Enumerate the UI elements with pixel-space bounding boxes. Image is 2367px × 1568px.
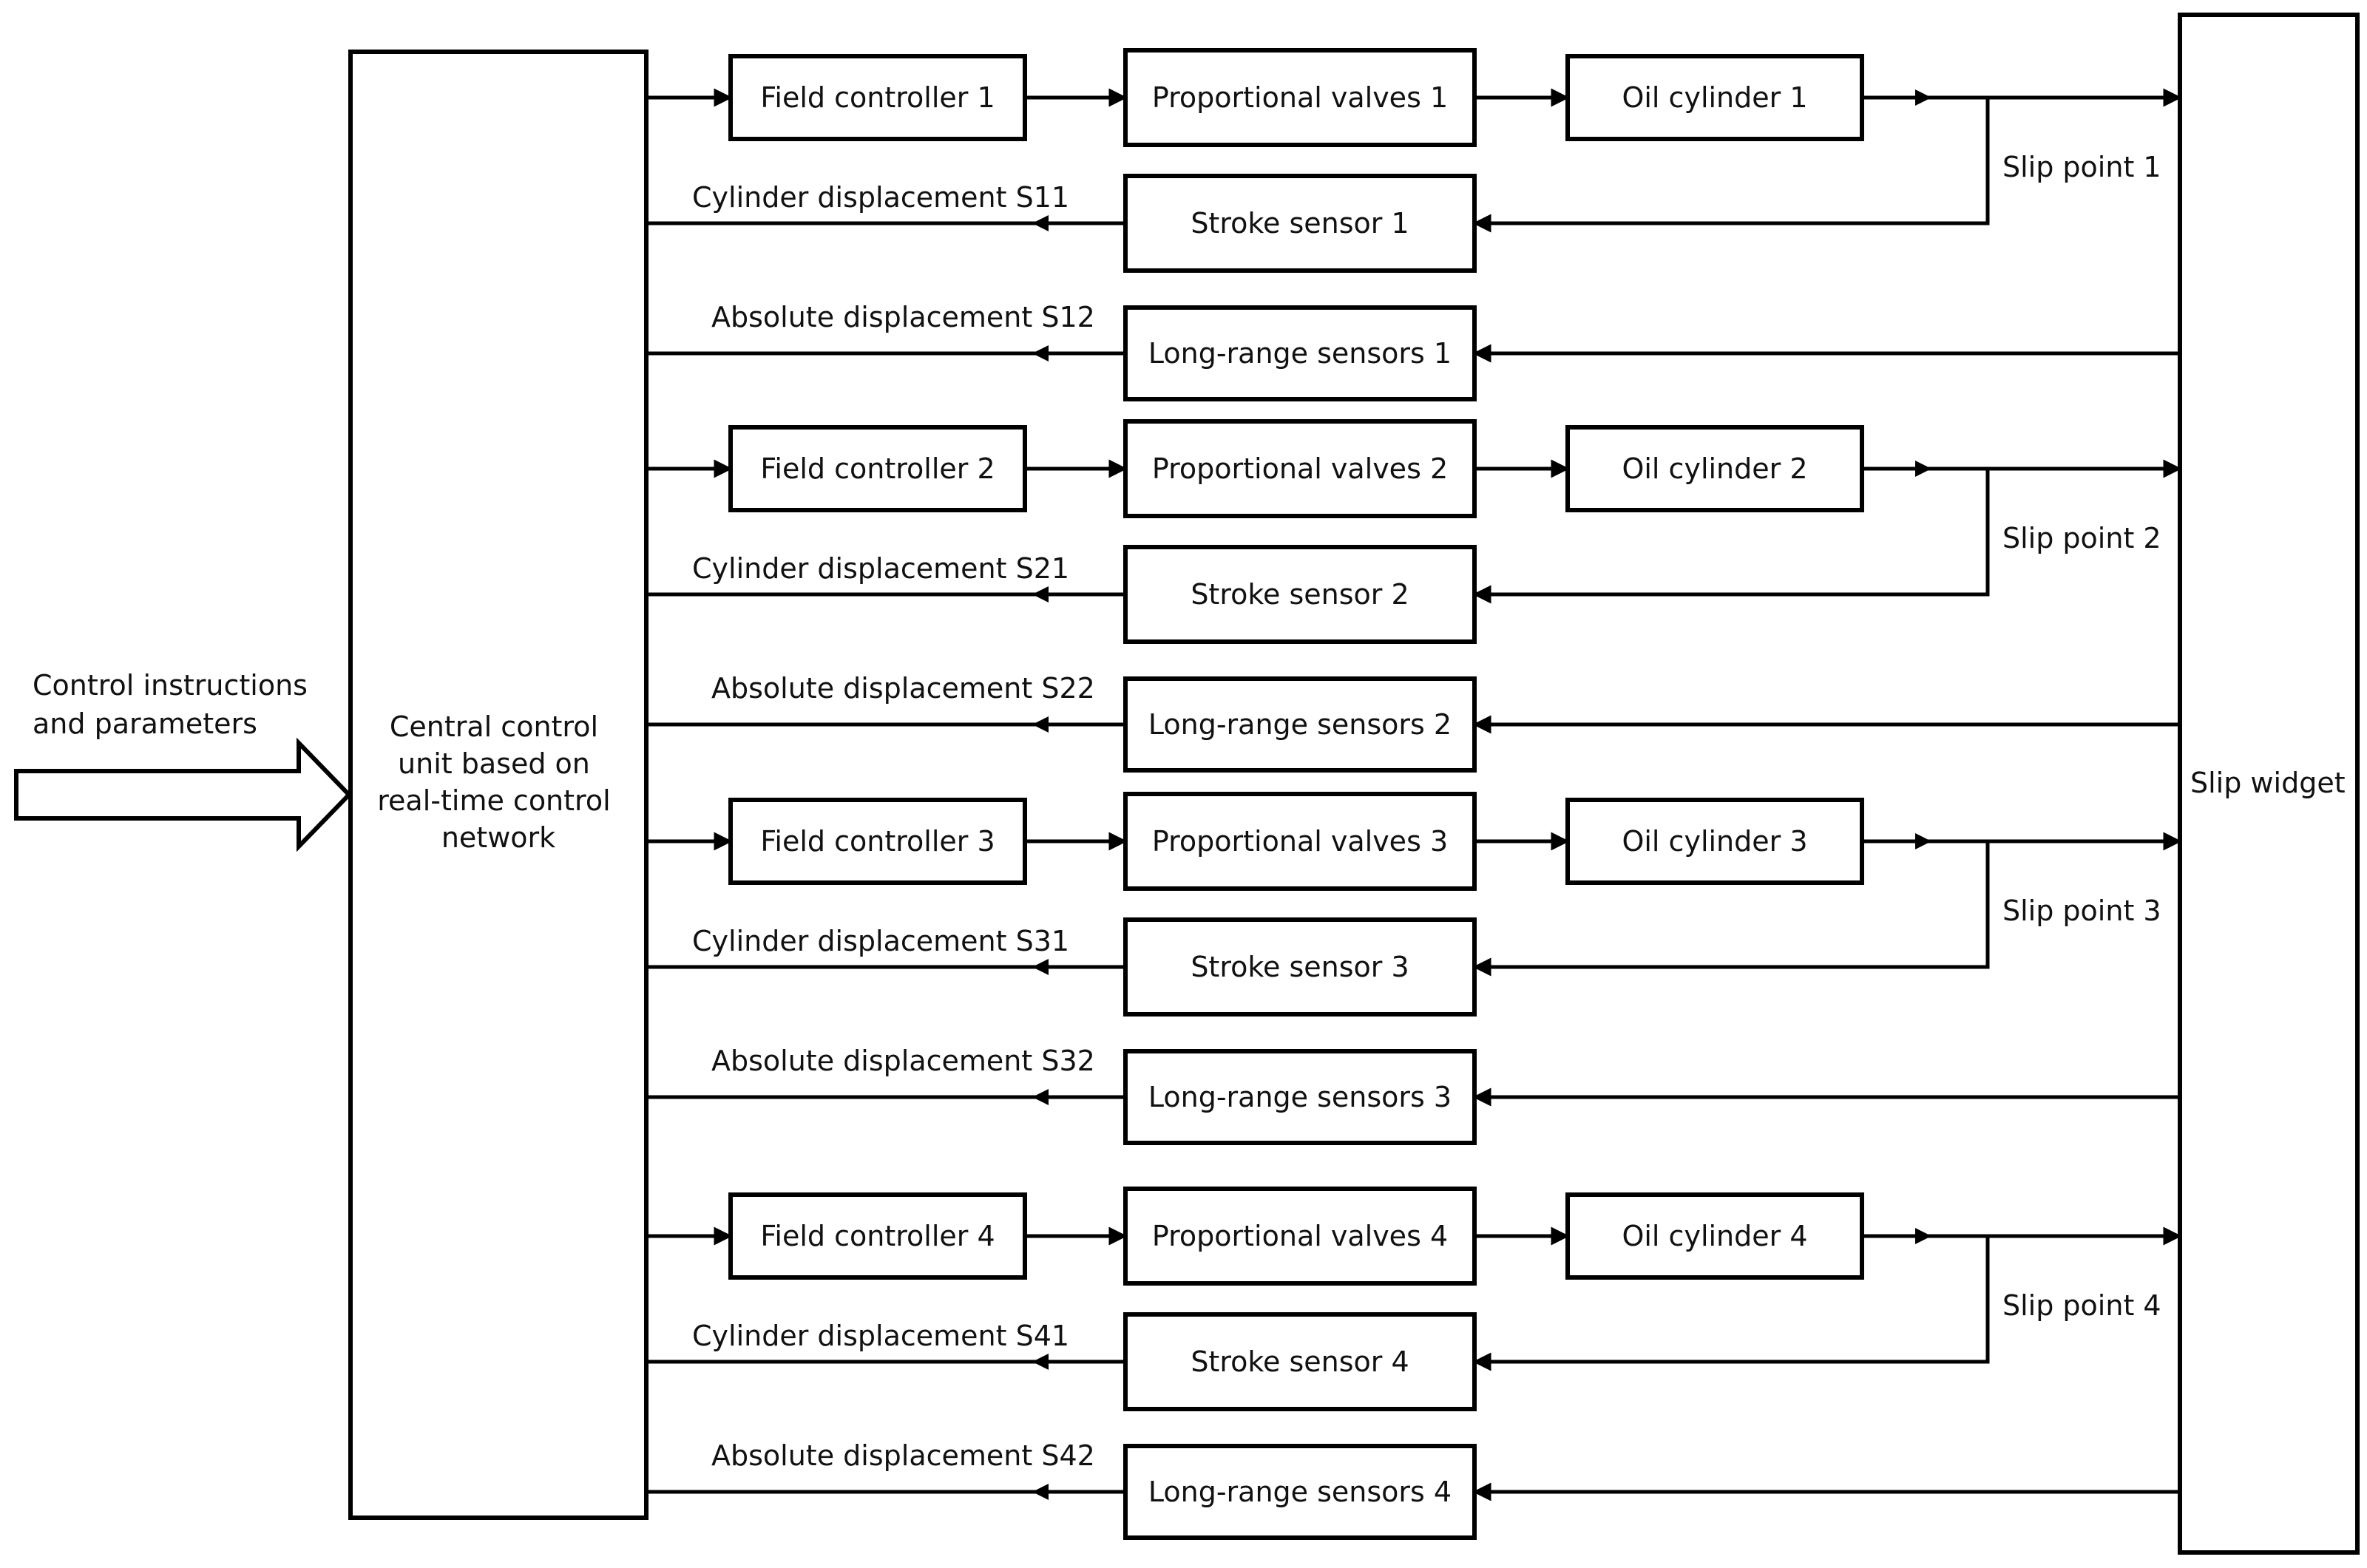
field-controller-2-label: Field controller 2 [760, 452, 995, 485]
field-controller-4 [728, 1192, 1027, 1280]
wire-stroke-arrow-1 [1032, 215, 1049, 231]
wire-longrange-arrow-1 [1032, 345, 1049, 362]
channels-layer: Field controller 1 Proportional valves 1 O… [646, 48, 2182, 1540]
oil-cylinder-1 [1565, 54, 1864, 141]
cylinder-displacement-label-3: Cylinder displacement S31 [692, 925, 1069, 957]
wire-stroke-arrow-4 [1032, 1354, 1049, 1370]
cylinder-displacement-label-2: Cylinder displacement S21 [692, 552, 1069, 585]
wire-slip-to-stroke-3 [1472, 841, 1990, 977]
wire-stroke-arrow-2 [1032, 586, 1049, 603]
central-line-1: Central control [390, 710, 598, 743]
oil-cylinder-3-label: Oil cylinder 3 [1622, 825, 1807, 858]
slip-point-label-4: Slip point 4 [2002, 1289, 2161, 1322]
wire-oc-arrow-2 [1915, 461, 1931, 477]
proportional-valves-2-label: Proportional valves 2 [1152, 452, 1448, 485]
proportional-valves-3-label: Proportional valves 3 [1152, 825, 1448, 858]
field-controller-4-label: Field controller 4 [760, 1220, 995, 1252]
central-control-unit [348, 50, 649, 1520]
input-label-line2: and parameters [33, 707, 257, 740]
wire-oc-arrow-4 [1915, 1228, 1931, 1244]
oil-cylinder-4-label: Oil cylinder 4 [1622, 1220, 1807, 1252]
slip-widget [2178, 13, 2360, 1555]
long-range-sensor-1-label: Long-range sensors 1 [1148, 337, 1452, 370]
oil-cylinder-1-label: Oil cylinder 1 [1622, 81, 1807, 114]
wire-oc-arrow-3 [1915, 833, 1931, 849]
absolute-displacement-label-4: Absolute displacement S42 [711, 1439, 1095, 1472]
absolute-displacement-label-3: Absolute displacement S32 [711, 1045, 1095, 1077]
slip-widget-label: Slip widget [2190, 767, 2346, 799]
central-control-label: Central control unit based on real-time … [377, 710, 619, 854]
central-line-4: network [441, 821, 555, 854]
stroke-sensor-1-label: Stroke sensor 1 [1191, 207, 1409, 240]
oil-cylinder-4 [1565, 1192, 1864, 1280]
absolute-displacement-label-2: Absolute displacement S22 [711, 672, 1095, 705]
slip-point-label-1: Slip point 1 [2002, 151, 2161, 183]
wire-oc-arrow-1 [1915, 89, 1931, 106]
stroke-sensor-2-label: Stroke sensor 2 [1191, 578, 1409, 611]
stroke-sensor-1 [1123, 174, 1477, 273]
field-controller-1-label: Field controller 1 [760, 81, 995, 114]
long-range-sensor-4 [1123, 1444, 1477, 1540]
central-line-3: real-time control [377, 784, 610, 817]
wire-slip-to-stroke-4 [1472, 1236, 1990, 1371]
slip-point-label-3: Slip point 3 [2002, 895, 2161, 927]
slip-point-label-2: Slip point 2 [2002, 522, 2161, 554]
long-range-sensor-2-label: Long-range sensors 2 [1148, 708, 1452, 741]
proportional-valves-4-label: Proportional valves 4 [1152, 1220, 1448, 1252]
proportional-valves-1-label: Proportional valves 1 [1152, 81, 1448, 114]
oil-cylinder-2 [1565, 425, 1864, 512]
field-controller-3-label: Field controller 3 [760, 825, 995, 858]
proportional-valves-1 [1123, 48, 1477, 147]
stroke-sensor-3-label: Stroke sensor 3 [1191, 951, 1409, 983]
input-arrow [14, 737, 353, 852]
wire-longrange-arrow-2 [1032, 716, 1049, 733]
cylinder-displacement-label-4: Cylinder displacement S41 [692, 1320, 1069, 1352]
wire-longrange-arrow-4 [1032, 1484, 1049, 1500]
wire-slip-to-stroke-2 [1472, 469, 1990, 604]
absolute-displacement-label-1: Absolute displacement S12 [711, 301, 1095, 333]
oil-cylinder-2-label: Oil cylinder 2 [1622, 452, 1807, 485]
wire-slip-to-stroke-1 [1472, 98, 1990, 233]
stroke-sensor-4-label: Stroke sensor 4 [1191, 1345, 1409, 1378]
stroke-sensor-4 [1123, 1312, 1477, 1411]
wire-longrange-arrow-3 [1032, 1089, 1049, 1105]
field-controller-1 [728, 54, 1027, 141]
cylinder-displacement-label-1: Cylinder displacement S11 [692, 181, 1069, 214]
proportional-valves-4 [1123, 1187, 1477, 1286]
central-line-2: unit based on [398, 747, 590, 780]
field-controller-2 [728, 425, 1027, 512]
long-range-sensor-4-label: Long-range sensors 4 [1148, 1476, 1452, 1508]
wire-stroke-arrow-3 [1032, 959, 1049, 975]
stroke-sensor-2 [1123, 545, 1477, 644]
long-range-sensor-3-label: Long-range sensors 3 [1148, 1081, 1452, 1113]
input-label-line1: Control instructions [33, 669, 308, 702]
